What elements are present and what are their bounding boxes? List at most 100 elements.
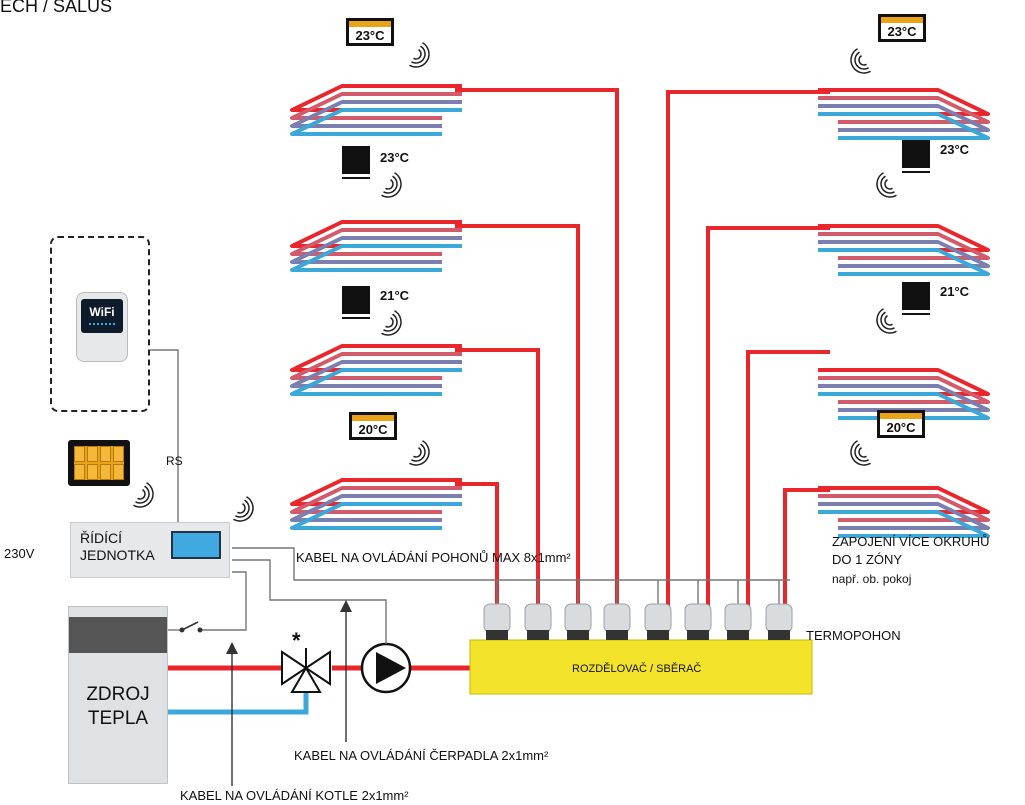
signal-panel-arc <box>133 482 154 508</box>
thermostat-right-1[interactable]: 23°C <box>878 14 926 42</box>
actuator-base <box>606 630 628 640</box>
multi-zone-line2: DO 1 ZÓNY <box>832 552 903 567</box>
multi-zone-line1: ZAPOJENÍ VÍCE OKRUHŮ <box>832 534 990 549</box>
signal-left-4-arc <box>409 440 430 466</box>
actuator-cable-label: KABEL NA OVLÁDÁNÍ POHONŮ MAX 8x1mm² <box>296 550 571 565</box>
signal-right-1-arc <box>850 48 871 74</box>
signal-left-1-arc <box>411 45 426 64</box>
thermostat-right-4[interactable]: 20°C <box>877 410 925 438</box>
thermostat-left-4-temp: 20°C <box>358 422 388 437</box>
thermostat-left-2[interactable] <box>342 146 370 177</box>
wifi-module[interactable]: WiFi <box>76 292 128 362</box>
actuator-body <box>765 603 793 633</box>
touch-panel-controller[interactable] <box>68 440 130 486</box>
actuator-base <box>768 630 790 640</box>
floor-loop-left-1-coil <box>290 92 462 120</box>
actuator-base <box>687 630 709 640</box>
signal-right-3-arc <box>884 315 893 326</box>
boiler-cable <box>200 571 247 631</box>
heat-source[interactable] <box>68 606 168 784</box>
thermostat-left-4[interactable]: 20°C <box>349 412 397 440</box>
signal-right-3-arc <box>880 311 895 330</box>
thermostat-right-2[interactable] <box>902 140 930 171</box>
signal-right-3-arc <box>876 308 897 334</box>
mixing-valve-bottom <box>290 666 322 693</box>
floor-loop-left-4 <box>290 478 462 530</box>
actuator-base <box>567 630 589 640</box>
floor-loop-left-3-coil <box>290 368 462 396</box>
signal-left-4 <box>409 440 430 466</box>
supply-pipe-right-3 <box>746 350 830 606</box>
actuator-body <box>724 603 752 633</box>
signal-right-3 <box>876 308 897 334</box>
thermostat-left-1-temp: 23°C <box>355 28 385 43</box>
signal-right-4 <box>850 440 871 466</box>
thermal-actuator-3 <box>564 603 592 640</box>
supply-pipe-right-1 <box>666 90 830 606</box>
actuator-body <box>564 603 592 633</box>
floor-loop-left-4-coil <box>290 494 462 522</box>
floor-loop-left-3-coil <box>290 352 462 380</box>
signal-left-2-arc <box>383 175 398 194</box>
control-unit-label-line1: ŘÍDÍCÍ <box>80 530 122 546</box>
wifi-label: WiFi <box>89 305 115 319</box>
floor-loop-left-4-coil <box>290 486 462 514</box>
signal-right-2-arc <box>880 175 895 194</box>
voltage-label: 230V <box>4 546 35 561</box>
floor-loop-left-1-coil <box>290 100 462 128</box>
mixing-valve-right <box>304 650 331 686</box>
actuator-body <box>524 603 552 633</box>
floor-loop-right-4-coil <box>818 494 990 522</box>
floor-loop-right-2-coil <box>818 232 990 260</box>
thermostat-right-1-temp: 23°C <box>887 24 917 39</box>
thermal-actuator-8 <box>765 603 793 640</box>
floor-loop-right-4 <box>818 486 990 538</box>
floor-loop-right-3-coil <box>818 376 990 404</box>
signal-control-unit-arc <box>233 496 254 522</box>
thermostat-left-2-temp: 23°C <box>380 150 410 165</box>
floor-loop-right-1 <box>818 88 990 140</box>
floor-loop-right-1-coil <box>818 112 990 140</box>
signal-right-2-arc <box>884 179 893 190</box>
signal-control-unit-arc <box>237 503 246 514</box>
thermostat-left-3[interactable] <box>342 286 370 317</box>
signal-left-3-arc <box>383 313 398 332</box>
boiler-return-pipe <box>168 692 309 715</box>
signal-right-4-arc <box>858 447 867 458</box>
thermal-actuator-7 <box>724 603 752 640</box>
control-unit[interactable] <box>70 522 230 578</box>
supply-pipe-left-1 <box>455 88 619 606</box>
signal-panel-arc <box>137 489 146 500</box>
floor-loop-left-3 <box>290 344 462 396</box>
signal-left-2-arc <box>385 179 394 190</box>
signal-right-2-arc <box>876 172 897 198</box>
floor-loop-left-1-coil <box>290 108 462 136</box>
supply-pipe-right-2 <box>706 226 830 606</box>
pump-cable-arrowhead <box>340 600 352 612</box>
floor-loop-left-2 <box>290 220 462 272</box>
signal-left-3-arc <box>385 317 394 328</box>
thermostat-right-3[interactable] <box>902 282 930 313</box>
thermostat-left-3-temp: 21°C <box>380 288 410 303</box>
signal-right-2 <box>876 172 897 198</box>
rs-label: RS <box>166 454 183 468</box>
actuator-base <box>727 630 749 640</box>
thermostat-left-1[interactable]: 23°C <box>346 18 394 46</box>
switch-contact <box>197 627 203 633</box>
actuator-bus-cable <box>232 547 790 581</box>
signal-right-1-arc <box>858 55 867 66</box>
boiler-cable-label: KABEL NA OVLÁDÁNÍ KOTLE 2x1mm² <box>180 788 409 803</box>
boiler-cable-arrowhead <box>226 642 238 654</box>
boiler-switch <box>181 621 199 631</box>
manifold-label: ROZDĚLOVAČ / SBĚRAČ <box>572 663 702 675</box>
actuator-label: TERMOPOHON <box>806 628 901 643</box>
thermal-actuator-1 <box>483 603 511 640</box>
heat-source-label-line2: TEPLA <box>87 708 149 729</box>
mixing-valve-left <box>281 650 308 686</box>
signal-panel <box>133 482 154 508</box>
actuator-body <box>644 603 672 633</box>
multi-zone-line3: např. ob. pokoj <box>832 572 912 586</box>
